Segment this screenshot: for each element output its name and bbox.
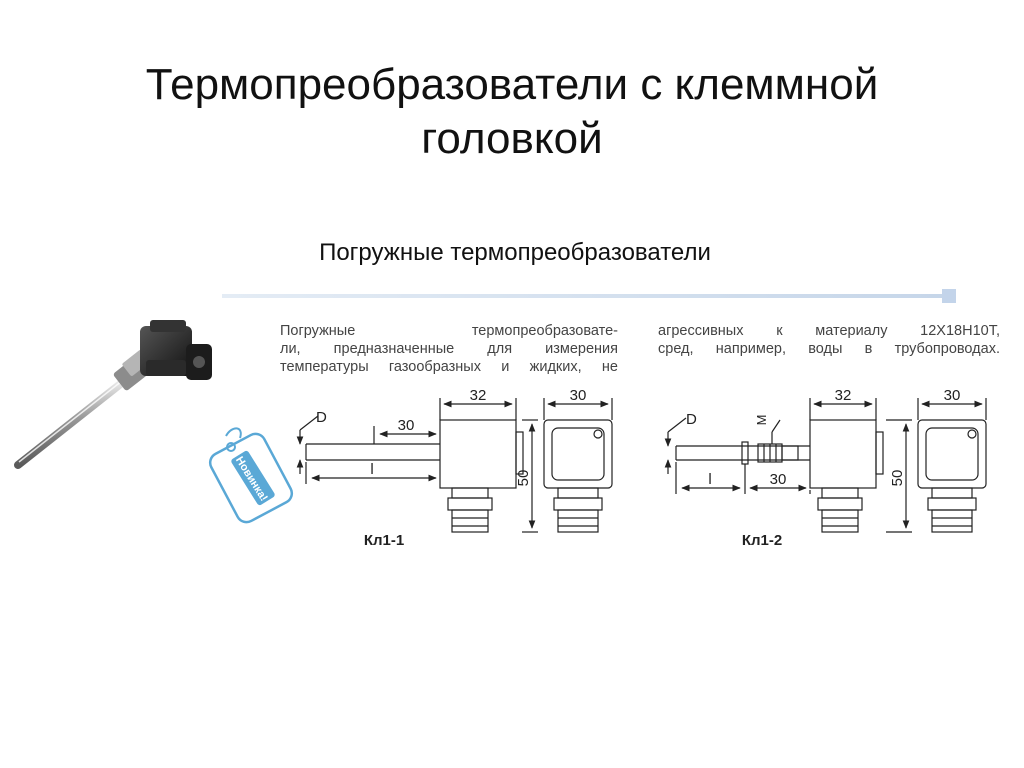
dim-d-right: D <box>686 411 697 428</box>
dim-l-left: l <box>370 461 373 478</box>
description-line: сред, например, воды в трубопроводах. <box>658 341 1000 357</box>
model-label-left: Кл1-1 <box>364 532 404 549</box>
slide-title-line-2: головкой <box>421 114 603 163</box>
drawing-kl1-1 <box>296 398 613 533</box>
new-badge: Новинка! <box>208 427 294 524</box>
dim-50-left: 50 <box>515 470 532 487</box>
dim-50-right: 50 <box>889 470 906 487</box>
description-line: температуры газообразных и жидких, не <box>280 359 618 375</box>
dim-30-stem-left: 30 <box>398 417 415 434</box>
dim-d-left: D <box>316 409 327 426</box>
dim-32-left: 32 <box>470 387 487 404</box>
description-line: ли, предназначенные для измерения <box>280 341 618 357</box>
divider-line <box>222 294 944 298</box>
slide-subtitle: Погружные термопреобразователи <box>319 239 711 266</box>
drawing-kl1-2 <box>664 398 987 533</box>
model-label-right: Кл1-2 <box>742 532 782 549</box>
thermocouple-photo <box>14 320 212 469</box>
description-line: агрессивных к материалу 12Х18Н10Т, <box>658 323 1000 339</box>
dim-30-stem-right: 30 <box>770 471 787 488</box>
dim-30-head-right: 30 <box>944 387 961 404</box>
dim-m-right: M <box>754 415 769 426</box>
dim-l-right: l <box>708 471 711 488</box>
description-left: Погружные термопреобразовате- ли, предна… <box>280 322 618 376</box>
description-right: агрессивных к материалу 12Х18Н10Т, сред,… <box>658 322 1000 358</box>
slide-title-line-1: Термопреобразователи с клеммной <box>145 60 879 109</box>
dim-32-right: 32 <box>835 387 852 404</box>
dim-30-head-left: 30 <box>570 387 587 404</box>
divider-end-square <box>942 289 956 303</box>
description-line: Погружные термопреобразовате- <box>280 323 618 339</box>
slide-title: Термопреобразователи с клеммной головкой <box>62 58 962 166</box>
